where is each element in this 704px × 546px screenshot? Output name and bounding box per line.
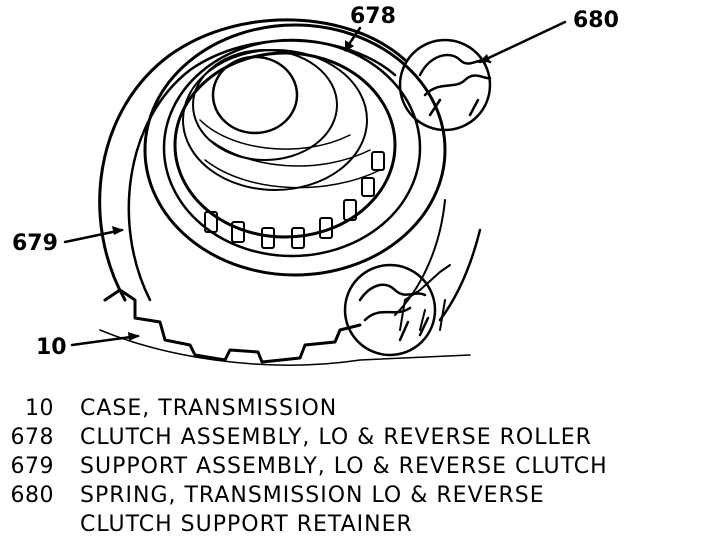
- leader-10: [70, 334, 140, 347]
- legend-number: 678: [10, 425, 54, 450]
- callout-10: 10: [36, 335, 67, 360]
- callout-679: 679: [12, 231, 58, 256]
- legend-description: SUPPORT ASSEMBLY, LO & REVERSE CLUTCH: [80, 454, 608, 479]
- hub-shading-1: [199, 119, 351, 150]
- legend-item: CLUTCH SUPPORT RETAINER: [0, 512, 704, 541]
- leader-679: [63, 228, 124, 244]
- leader-lines: [63, 20, 567, 347]
- case-edge: [103, 288, 362, 364]
- legend-item: 10 CASE, TRANSMISSION: [0, 396, 704, 425]
- legend-item: 678 CLUTCH ASSEMBLY, LO & REVERSE ROLLER: [0, 425, 704, 454]
- hub-ring-2: [192, 49, 338, 161]
- support-outer-ring: [98, 18, 407, 302]
- legend-number: 679: [10, 454, 54, 479]
- legend-number: 680: [10, 483, 54, 508]
- legend-description: CASE, TRANSMISSION: [80, 396, 338, 421]
- spring-detail-bottom: [358, 283, 430, 342]
- legend-description: SPRING, TRANSMISSION LO & REVERSE: [80, 483, 545, 508]
- spring-detail-circle-top: [398, 38, 492, 132]
- case-lug-right: [399, 264, 451, 331]
- clutch-rollers: [204, 151, 385, 249]
- hub-ring-1: [182, 49, 368, 191]
- clutch-outer-ring: [143, 23, 447, 277]
- hub-shading-3: [204, 159, 381, 189]
- legend-item: 679 SUPPORT ASSEMBLY, LO & REVERSE CLUTC…: [0, 454, 704, 483]
- support-ring-3: [438, 228, 482, 322]
- support-ring-2: [127, 39, 397, 302]
- callout-680: 680: [573, 8, 619, 33]
- legend-description: CLUTCH ASSEMBLY, LO & REVERSE ROLLER: [80, 425, 592, 450]
- clutch-support-illustration: 678 680 679 10: [12, 4, 619, 366]
- legend-item: 680 SPRING, TRANSMISSION LO & REVERSE: [0, 483, 704, 512]
- spring-detail-circle-bottom: [343, 263, 437, 357]
- callout-678: 678: [350, 4, 396, 29]
- legend-description: CLUTCH SUPPORT RETAINER: [80, 512, 413, 537]
- hub-shading-2: [209, 139, 371, 167]
- hub-bore: [211, 55, 299, 135]
- parts-legend: 10 CASE, TRANSMISSION 678 CLUTCH ASSEMBL…: [0, 396, 704, 541]
- leader-680: [478, 20, 567, 64]
- line-drawing: [63, 18, 567, 366]
- leader-arrowheads: [112, 40, 490, 341]
- case-lower-edge: [99, 329, 471, 366]
- legend-number: 10: [25, 396, 54, 421]
- spring-detail-top: [418, 53, 492, 117]
- clutch-ring-2: [162, 38, 422, 258]
